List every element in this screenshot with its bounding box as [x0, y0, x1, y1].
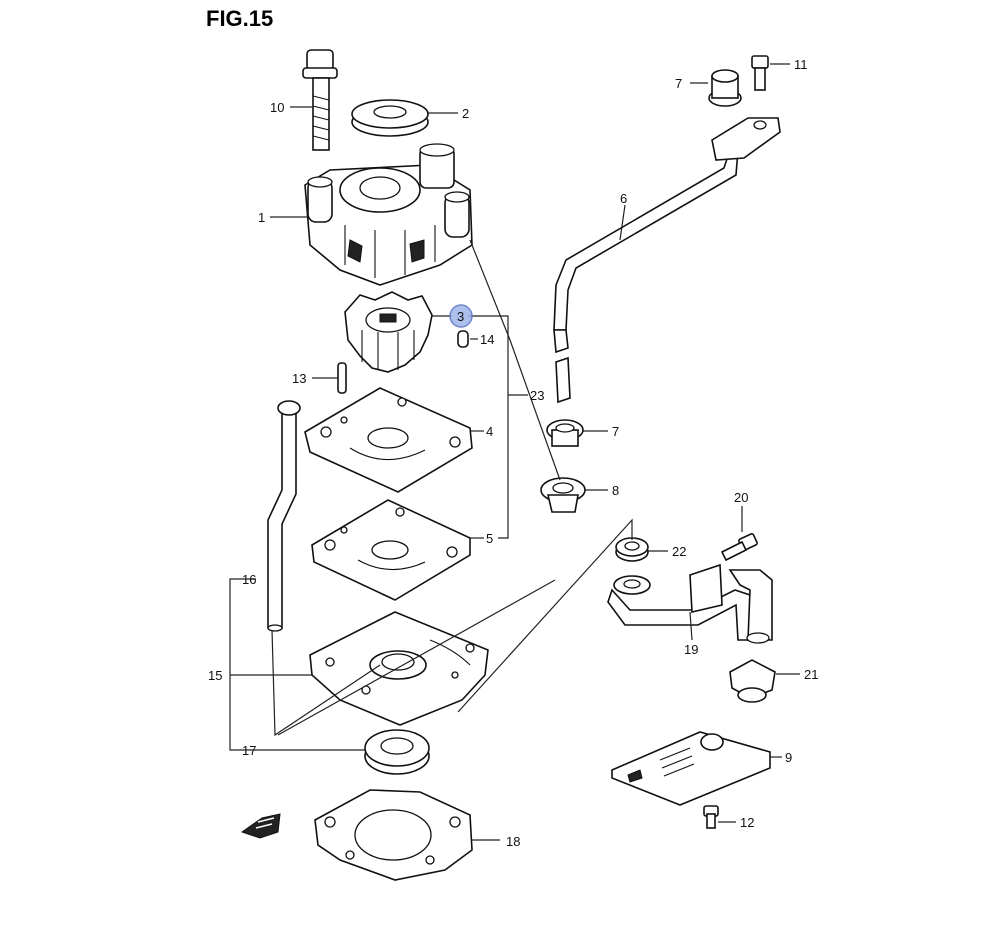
callout-11[interactable]: 11: [794, 57, 808, 72]
callout-22[interactable]: 22: [672, 544, 686, 559]
part-4-liner-plate[interactable]: [304, 387, 473, 493]
callout-2[interactable]: 2: [462, 106, 469, 121]
part-8-grommet[interactable]: [540, 477, 586, 513]
part-16-water-tube[interactable]: [267, 400, 301, 632]
callout-9[interactable]: 9: [785, 750, 792, 765]
part-17-oil-seal[interactable]: [364, 729, 430, 775]
callout-4[interactable]: 4: [486, 424, 493, 439]
callout-20[interactable]: 20: [734, 490, 748, 505]
callout-23[interactable]: 23: [530, 388, 544, 403]
callout-13[interactable]: 13: [292, 371, 306, 386]
callout-7-mid[interactable]: 7: [612, 424, 619, 439]
part-6-water-pipe[interactable]: [553, 117, 781, 404]
part-20-bolt[interactable]: [720, 533, 758, 562]
callout-labels: 10 2 1 3 14 13 23 4 5 16 15 17 18 7 11 6…: [208, 57, 818, 849]
callout-12[interactable]: 12: [740, 815, 754, 830]
callout-8[interactable]: 8: [612, 483, 619, 498]
leader-lines: [229, 63, 800, 841]
callout-15[interactable]: 15: [208, 668, 222, 683]
part-7-grommet-top[interactable]: [708, 69, 742, 107]
part-1-pump-case[interactable]: [304, 143, 473, 286]
callout-3[interactable]: 3: [457, 309, 464, 324]
part-21-grommet[interactable]: [729, 659, 776, 703]
part-3-impeller[interactable]: [344, 291, 433, 373]
part-13-pin[interactable]: [337, 362, 347, 394]
figure-title: FIG.15: [206, 6, 274, 31]
forward-arrow-icon: [240, 813, 281, 839]
callout-17[interactable]: 17: [242, 743, 256, 758]
part-14-key[interactable]: [457, 330, 469, 348]
callout-16[interactable]: 16: [242, 572, 256, 587]
callout-1[interactable]: 1: [258, 210, 265, 225]
part-11-screw[interactable]: [751, 55, 769, 91]
callout-14[interactable]: 14: [480, 332, 494, 347]
part-19-elbow-pipe[interactable]: [607, 563, 773, 644]
callout-6[interactable]: 6: [620, 191, 627, 206]
part-7-grommet-mid[interactable]: [546, 419, 584, 447]
part-10-bolt[interactable]: [302, 49, 338, 151]
callout-10[interactable]: 10: [270, 100, 284, 115]
part-5-gasket[interactable]: [311, 499, 471, 601]
callout-19[interactable]: 19: [684, 642, 698, 657]
callout-7-top[interactable]: 7: [675, 76, 682, 91]
part-22-washer[interactable]: [615, 537, 649, 562]
part-15-lower-plate[interactable]: [309, 611, 489, 726]
callout-21[interactable]: 21: [804, 667, 818, 682]
callout-5[interactable]: 5: [486, 531, 493, 546]
callout-highlight-marker: [449, 304, 473, 328]
part-9-cover-plate[interactable]: [611, 731, 771, 806]
callout-18[interactable]: 18: [506, 834, 520, 849]
part-12-screw[interactable]: [703, 805, 719, 829]
part-18-bottom-gasket[interactable]: [314, 789, 473, 881]
part-2-seal-ring[interactable]: [351, 99, 429, 137]
